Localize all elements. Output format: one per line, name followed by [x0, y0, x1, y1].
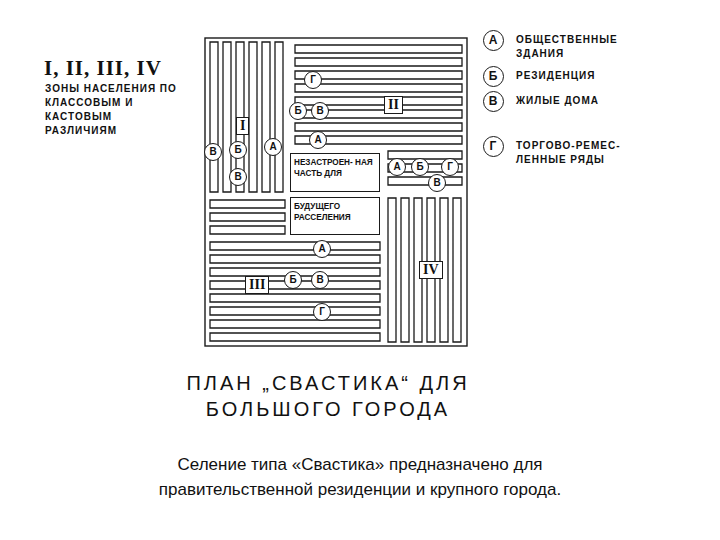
node-text: Г	[490, 140, 497, 152]
node-text: А	[314, 135, 321, 145]
node-text: А	[318, 244, 325, 254]
node-text: В	[316, 275, 323, 285]
legend-circle: В	[483, 91, 504, 112]
building-circle: Г	[441, 158, 459, 176]
city-blocks	[210, 42, 462, 342]
node-text: Г	[447, 162, 453, 172]
legend-circle: Б	[483, 66, 504, 87]
building-circle: В	[311, 271, 329, 289]
building-circle: Г	[313, 303, 331, 321]
node-text: Б	[289, 275, 296, 285]
building-circle: А	[309, 131, 327, 149]
legend-circle: Г	[483, 136, 504, 157]
legend-circle: А	[483, 30, 504, 51]
building-circle: А	[313, 240, 331, 258]
zone-number: II	[384, 96, 403, 114]
plan-title: ПЛАН „СВАСТИКА“ ДЛЯ БОЛЬШОГО ГОРОДА	[158, 370, 498, 422]
node-text: В	[489, 95, 498, 107]
node-text: В	[234, 172, 241, 182]
building-circle: В	[311, 102, 329, 120]
zone-number: III	[245, 276, 269, 294]
node-text: А	[269, 142, 276, 152]
plan-frame	[205, 38, 467, 346]
legend-text: ЖИЛЫЕ ДОМА	[516, 94, 666, 108]
node-text: Г	[319, 307, 325, 317]
vacant-area-box: НЕЗАСТРОЕН- НАЯ ЧАСТЬ ДЛЯ	[290, 153, 380, 192]
building-circle: Г	[304, 71, 322, 89]
zone-number: I	[236, 117, 249, 135]
node-text: НЕЗАСТРОЕН- НАЯ ЧАСТЬ ДЛЯ	[294, 157, 376, 179]
building-circle: Б	[284, 271, 302, 289]
node-text: В	[209, 147, 216, 157]
slide-caption: Селение типа «Свастика» предназначено дл…	[105, 452, 615, 502]
node-text: Г	[310, 75, 316, 85]
building-circle: А	[388, 158, 406, 176]
node-text: Б	[416, 162, 423, 172]
node-text: А	[489, 34, 498, 46]
node-text: Б	[489, 70, 498, 82]
zone-numerals: I, II, III, IV	[44, 56, 162, 81]
legend-text: ОБЩЕСТВЕННЫЕ ЗДАНИЯ	[516, 33, 666, 61]
vacant-area-box: БУДУЩЕГО РАССЕЛЕНИЯ	[290, 197, 380, 235]
zone-number: IV	[419, 261, 443, 279]
node-text: Б	[234, 145, 241, 155]
node-text: В	[316, 106, 323, 116]
node-text: А	[393, 162, 400, 172]
building-circle: В	[428, 174, 446, 192]
building-circle: А	[264, 138, 282, 156]
node-text: Б	[294, 106, 301, 116]
building-circle: Б	[411, 158, 429, 176]
building-circle: В	[229, 168, 247, 186]
legend-text: РЕЗИДЕНЦИЯ	[516, 69, 666, 83]
building-circle: Б	[229, 141, 247, 159]
building-circle: Б	[289, 102, 307, 120]
node-text: БУДУЩЕГО РАССЕЛЕНИЯ	[294, 201, 376, 223]
building-circle: В	[204, 143, 222, 161]
legend-text: ТОРГОВО-РЕМЕС- ЛЕННЫЕ РЯДЫ	[516, 139, 666, 167]
node-text: В	[433, 178, 440, 188]
zone-note: ЗОНЫ НАСЕЛЕНИЯ ПО КЛАССОВЫМ И КАСТОВЫМ Р…	[45, 82, 185, 138]
